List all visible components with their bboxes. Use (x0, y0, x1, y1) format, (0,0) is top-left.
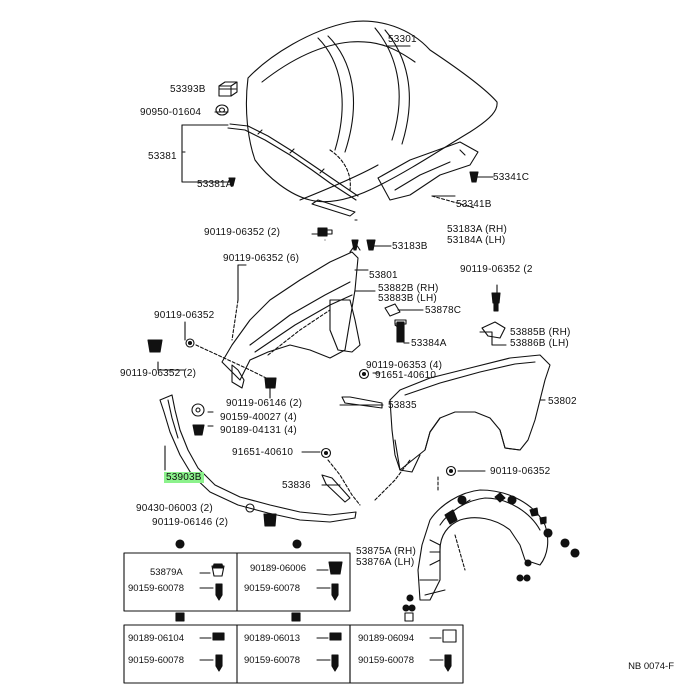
front-fender-53802 (389, 354, 551, 473)
part-53835 (341, 396, 383, 409)
legend-cell-3-top: 90189-06104 (128, 633, 184, 644)
label-apron: 53801 (369, 270, 398, 281)
label-bolt-left-2: 90119-06352 (2) (120, 368, 197, 379)
bolt-left (185, 338, 195, 348)
label-bolt-06146: 90119-06146 (2) (226, 398, 303, 409)
label-fender: 53802 (548, 396, 577, 407)
clip-40027 (191, 403, 205, 417)
label-retainer: 53183B (392, 241, 428, 252)
seal-clip-53381A (228, 177, 236, 187)
legend-fastener-glyphs (211, 561, 457, 672)
legend-cell-1-top: 53879A (150, 567, 183, 578)
bolt-6 (351, 239, 359, 251)
clip-91651-b (320, 447, 332, 459)
label-bolt-06353: 90119-06353 (4) (366, 360, 443, 371)
clip-91651-a (358, 368, 370, 380)
label-seal-53882b: 53882B (RH) (378, 283, 439, 294)
part-53836 (321, 474, 351, 503)
label-clip-91651-b: 91651-40610 (232, 447, 294, 458)
stopper-cushion (218, 81, 238, 97)
bracket-53878C (384, 303, 401, 317)
label-seal-lh: 53184A (LH) (447, 235, 506, 246)
legend-cell-3-bottom: 90159-60078 (128, 655, 184, 666)
bolt-right-upper (491, 292, 501, 312)
legend-cell-5-top: 90189-06094 (358, 633, 414, 644)
label-liner-lh: 53876A (LH) (356, 557, 415, 568)
legend-cell-2-top: 90189-06006 (250, 563, 306, 574)
legend-cell-2-bottom: 90159-60078 (244, 583, 300, 594)
label-clip-04131: 90189-04131 (4) (220, 425, 297, 436)
bolt-left-2 (147, 339, 163, 353)
legend-cell-4-bottom: 90159-60078 (244, 655, 300, 666)
hood-panel (245, 20, 498, 203)
bolt-lower-right (445, 465, 457, 477)
retainer-53183B (366, 239, 376, 251)
bracket-53885B (481, 321, 506, 339)
label-hood-insulator: 53341B (456, 199, 492, 210)
label-part-53835: 53835 (388, 400, 417, 411)
label-bolt-06146-b: 90119-06146 (2) (152, 517, 229, 528)
bolt-06146 (264, 377, 277, 389)
label-bolt-6: 90119-06352 (6) (223, 253, 300, 264)
screw-06003 (245, 503, 255, 513)
label-bracket-rh: 53885B (RH) (510, 327, 571, 338)
label-part-53836: 53836 (282, 480, 311, 491)
legend-cell-5-bottom: 90159-60078 (358, 655, 414, 666)
label-part-53384a: 53384A (411, 338, 447, 349)
label-bolt-right-2: 90119-06352 (2 (460, 264, 533, 275)
catalog-code: NB 0074-F (628, 661, 674, 672)
fastener-legend-grid (123, 552, 464, 684)
label-seal-53883b: 53883B (LH) (378, 293, 437, 304)
bolt-06146-b (263, 513, 277, 527)
bolt-53384A (394, 319, 407, 343)
liner-clips (402, 492, 580, 612)
label-hood: 53301 (388, 34, 417, 45)
label-seal-rh: 53183A (RH) (447, 224, 508, 235)
label-bolt-left: 90119-06352 (154, 310, 215, 321)
label-hood-stopper: 53393B (170, 84, 206, 95)
legend-cell-4-top: 90189-06013 (244, 633, 300, 644)
label-bolt-upper: 90119-06352 (2) (204, 227, 281, 238)
label-seal-clip: 53381A (197, 179, 233, 190)
legend-cell-1-bottom: 90159-60078 (128, 583, 184, 594)
front-spoiler-53903B (159, 394, 357, 523)
clip-90950 (215, 104, 229, 116)
label-bracket-lh: 53886B (LH) (510, 338, 569, 349)
label-clip-91651-a: 91651-40610 (375, 370, 437, 381)
label-clip-90950: 90950-01604 (140, 107, 202, 118)
label-hood-seal: 53381 (148, 151, 177, 162)
label-bolt-lower-right: 90119-06352 (490, 466, 551, 477)
seal-53183A (311, 199, 356, 217)
fender-liner (417, 489, 549, 601)
label-screw-06003: 90430-06003 (2) (136, 503, 213, 514)
label-liner-rh: 53875A (RH) (356, 546, 417, 557)
label-clip-40027: 90159-40027 (4) (220, 412, 297, 423)
clip-04131 (192, 424, 205, 436)
label-hood-cushion: 53341C (493, 172, 530, 183)
cushion-53341C (469, 171, 479, 183)
hood-seal-strip (227, 123, 359, 201)
legend-key-icons (175, 539, 414, 622)
label-spoiler-highlighted: 53903B (164, 472, 204, 483)
fender-apron-53801 (221, 243, 361, 389)
label-part-53878c: 53878C (425, 305, 462, 316)
bolt-upper (317, 227, 333, 237)
